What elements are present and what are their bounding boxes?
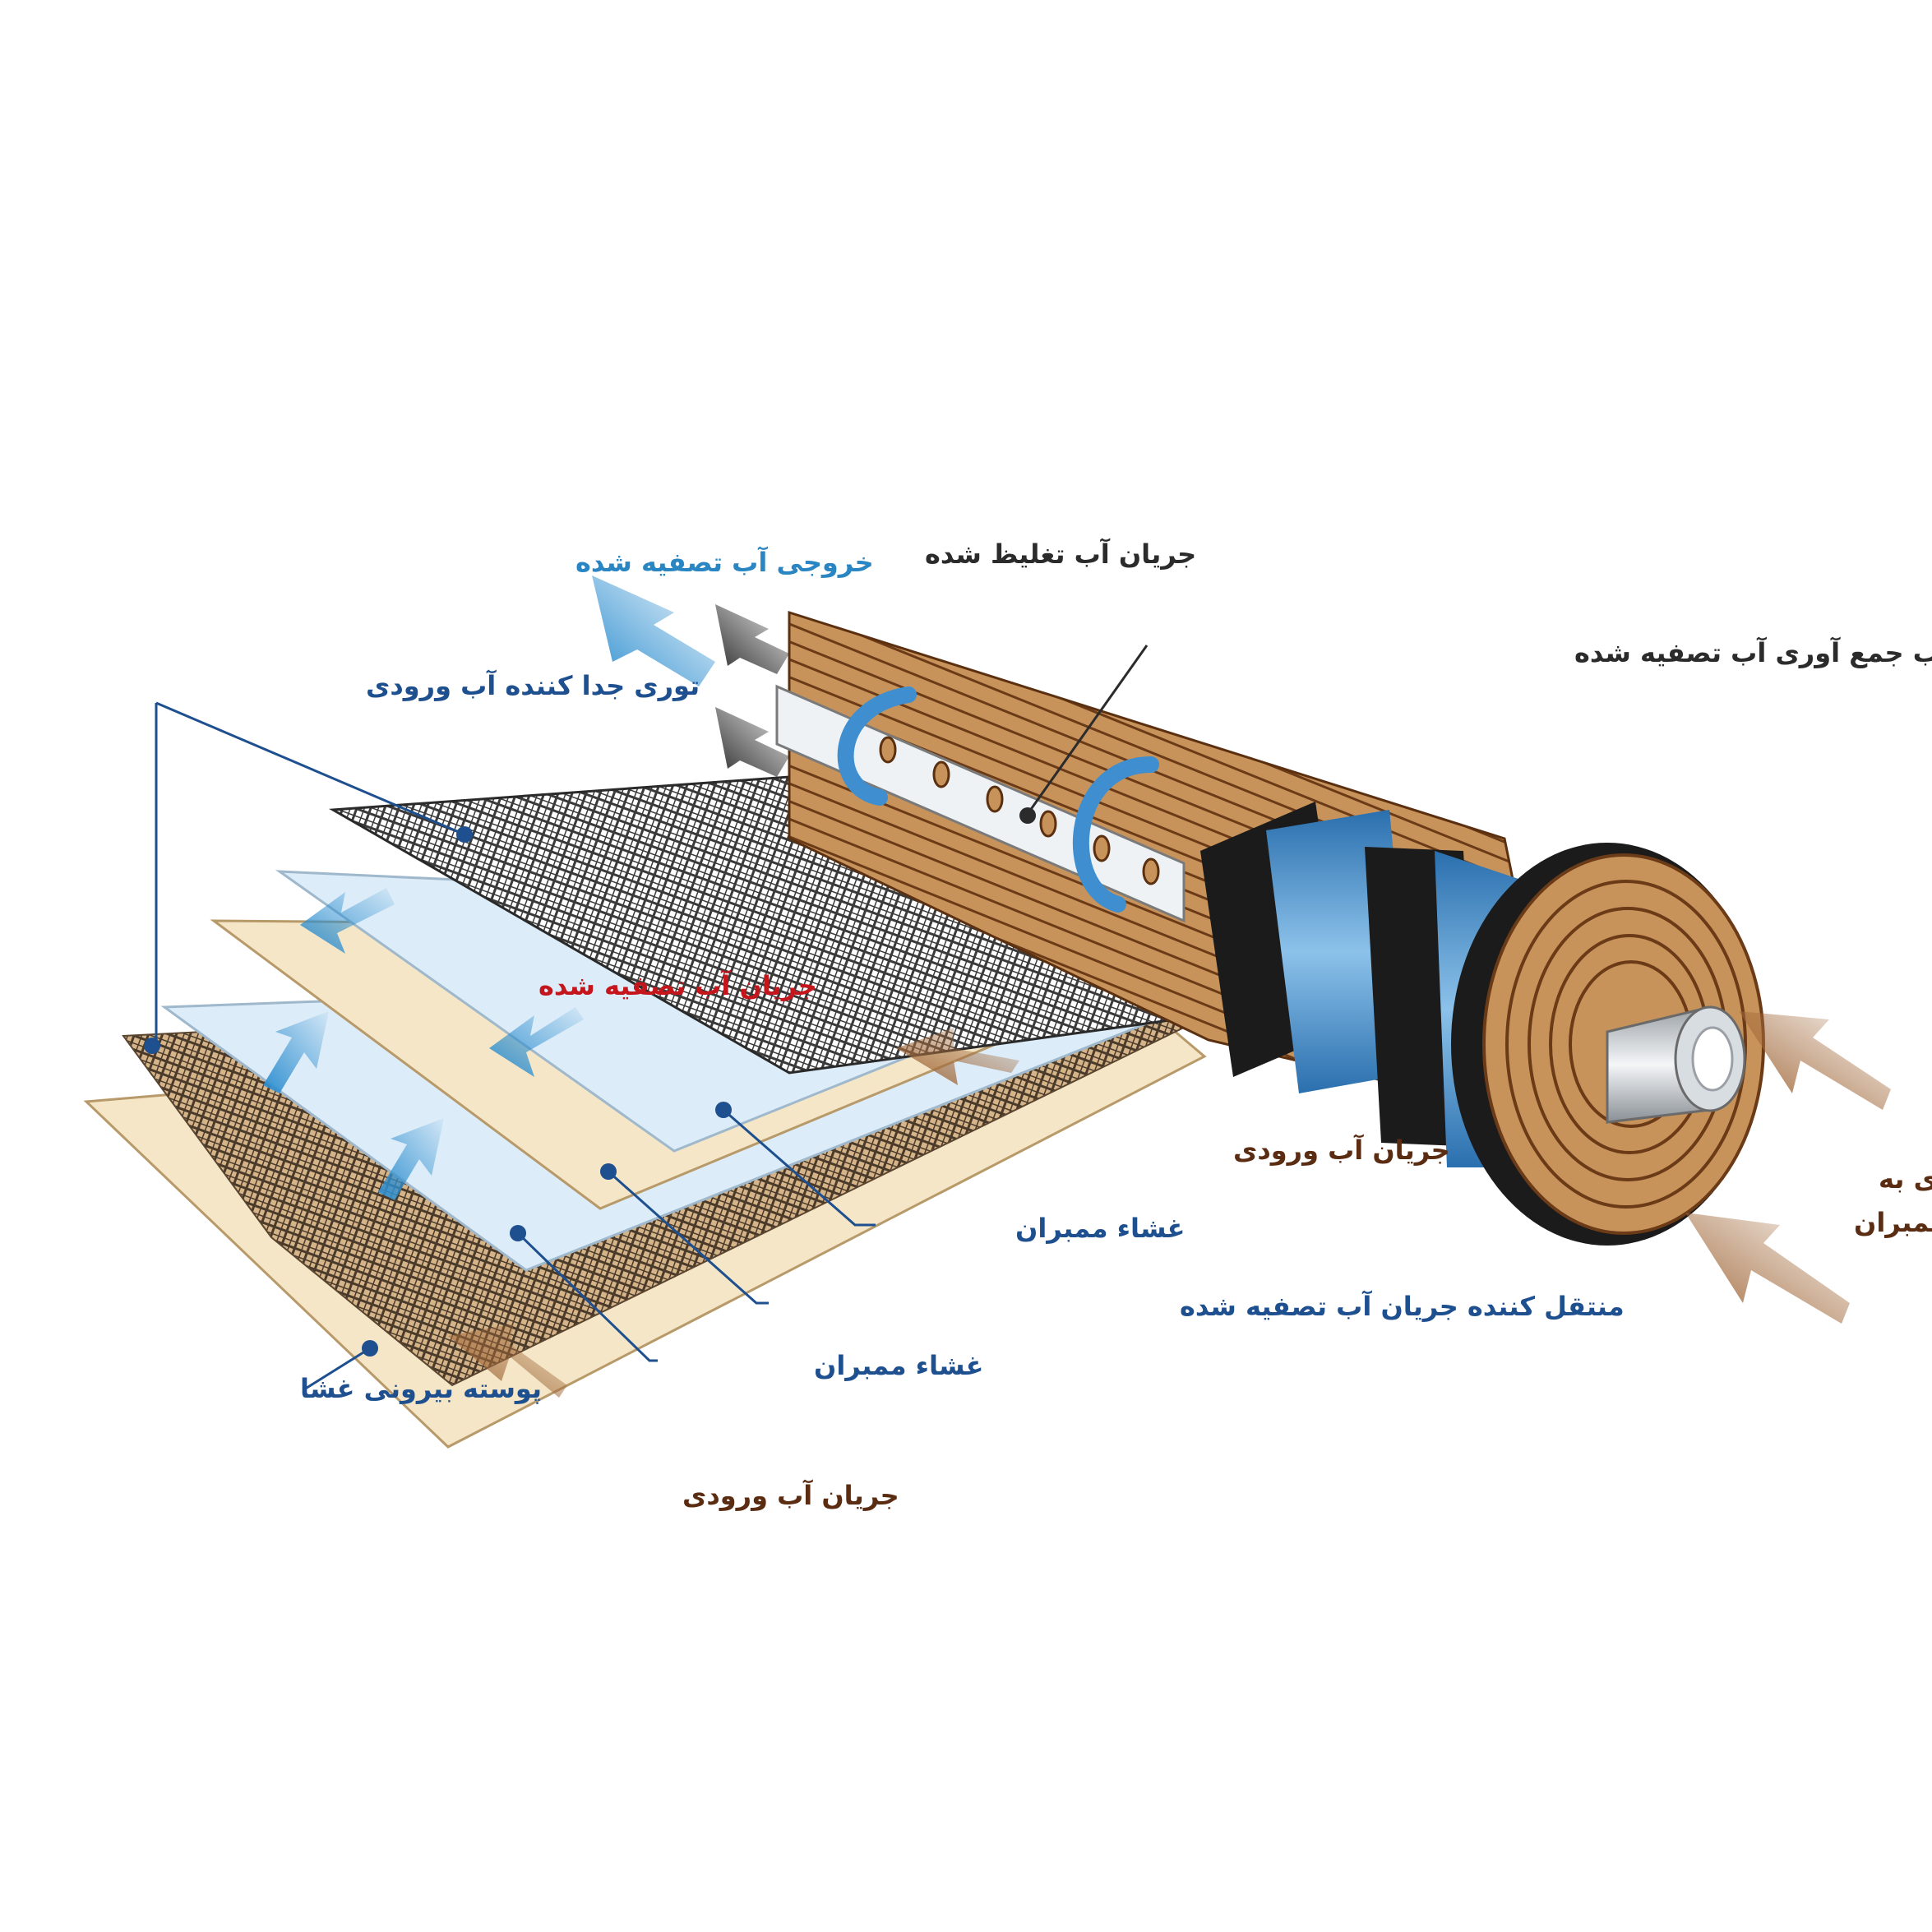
label-purified-outlet: خروجی آب تصفیه شده (575, 546, 874, 578)
leader-dot-icon (144, 807, 1036, 1357)
label-membrane-feed-line1: آب ورودی به (1879, 1162, 1932, 1195)
membrane-element (775, 610, 1765, 1246)
label-purified-flow: جریان آب تصفیه شده (538, 969, 817, 1001)
swirl-arrow-icon (837, 686, 1159, 913)
center-pipe-bore (1691, 1026, 1734, 1092)
outlet-arrow-icon (592, 575, 715, 686)
label-membrane-feed-line2: ممبران (1854, 1207, 1932, 1238)
purified-flow-arrows (263, 888, 584, 1200)
label-membrane-1: غشاء ممبران (1015, 1213, 1185, 1244)
label-feed-flow-mid: جریان آب ورودی (1233, 1134, 1450, 1166)
label-membrane-2: غشاء ممبران (814, 1350, 983, 1381)
concentrate-arrow-icon (715, 604, 789, 777)
feed-arrow-icon (448, 1011, 1891, 1398)
label-permeate-carrier: منتقل کننده جریان آب تصفیه شده (1180, 1290, 1625, 1322)
label-collection-tube: تیوب جمع آوری آب تصفیه شده (1574, 636, 1932, 668)
label-feed-spacer: توری جدا کننده آب ورودی (366, 669, 700, 701)
tube-holes (879, 736, 1160, 885)
label-feed-flow-bottom: جریان آب ورودی (682, 1479, 899, 1511)
label-concentrate-flow: جریان آب تغلیظ شده (925, 538, 1196, 570)
label-outer-shell: پوسته بیرونی غشا (300, 1373, 542, 1404)
